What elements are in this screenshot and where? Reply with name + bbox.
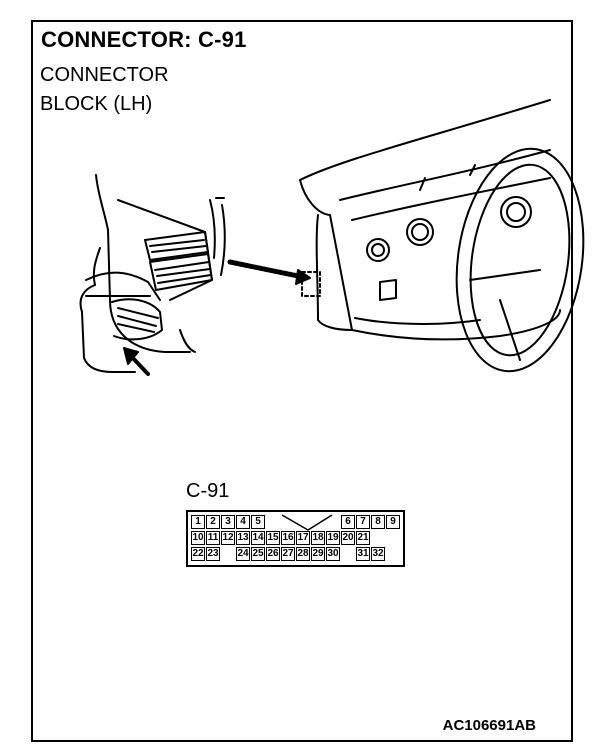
pin-23: 23: [206, 547, 220, 561]
pin-8: 8: [371, 515, 385, 529]
pin-31: 31: [356, 547, 370, 561]
pin-5: 5: [251, 515, 265, 529]
pin-14: 14: [251, 531, 265, 545]
pin-10: 10: [191, 531, 205, 545]
pin-29: 29: [311, 547, 325, 561]
pin-27: 27: [281, 547, 295, 561]
pin-7: 7: [356, 515, 370, 529]
location-arrow: [227, 259, 301, 279]
connector-label: C-91: [186, 480, 230, 502]
steering-wheel: [455, 147, 585, 373]
pin-1: 1: [191, 515, 205, 529]
pin-20: 20: [341, 531, 355, 545]
pin-18: 18: [311, 531, 325, 545]
pin-24: 24: [236, 547, 250, 561]
pin-11: 11: [206, 531, 220, 545]
pin-12: 12: [221, 531, 235, 545]
pin-22: 22: [191, 547, 205, 561]
pin-26: 26: [266, 547, 280, 561]
gauge-right: [500, 196, 532, 228]
pin-9: 9: [386, 515, 400, 529]
pin-3: 3: [221, 515, 235, 529]
pin-15: 15: [266, 531, 280, 545]
pin-6: 6: [341, 515, 355, 529]
pin-32: 32: [371, 547, 385, 561]
pin-17: 17: [296, 531, 310, 545]
location-mark: [301, 271, 321, 297]
caption-line-1: CONNECTOR: [40, 64, 169, 86]
connector-lower: [149, 253, 213, 291]
pin-21: 21: [356, 531, 370, 545]
page-title: CONNECTOR: C-91: [41, 27, 247, 52]
diagram-frame: [31, 20, 573, 742]
wire-harness: [209, 197, 226, 276]
pin-19: 19: [326, 531, 340, 545]
pin-2: 2: [206, 515, 220, 529]
pin-4: 4: [236, 515, 250, 529]
connector-key-mark: [281, 514, 333, 531]
figure-id: AC106691AB: [442, 717, 536, 734]
pin-25: 25: [251, 547, 265, 561]
gauge-center: [406, 218, 434, 246]
pin-13: 13: [236, 531, 250, 545]
pin-28: 28: [296, 547, 310, 561]
caption-line-2: BLOCK (LH): [40, 93, 153, 115]
connector-upper: [144, 231, 209, 261]
pin-16: 16: [281, 531, 295, 545]
pin-30: 30: [326, 547, 340, 561]
connector-block-body: [95, 174, 191, 353]
gauge-left: [366, 238, 390, 262]
